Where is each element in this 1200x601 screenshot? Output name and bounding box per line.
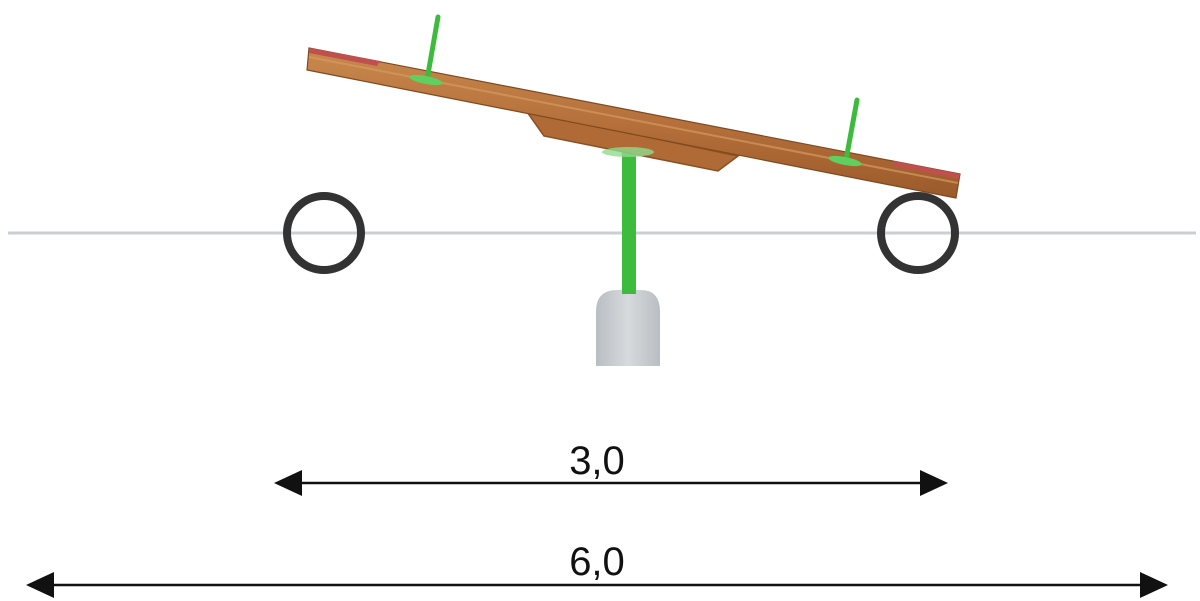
- foundation-block: [596, 290, 660, 366]
- dimension-6m-arrow-right: [1140, 572, 1168, 598]
- center-post: [622, 132, 636, 294]
- pivot-plate: [602, 147, 654, 157]
- dimension-6m-arrow-left: [26, 572, 54, 598]
- dimension-3m-label: 3,0: [569, 439, 625, 483]
- left-handle-foot: [409, 74, 443, 86]
- dimension-3m-arrow-left: [274, 470, 302, 496]
- right-handle-foot: [828, 155, 862, 167]
- right-handle: [843, 97, 860, 163]
- left-tyre: [283, 192, 365, 274]
- dimension-3m: 3,0: [274, 439, 948, 496]
- right-tyre: [877, 192, 959, 274]
- dimension-6m: 6,0: [26, 540, 1168, 598]
- left-handle: [424, 14, 441, 83]
- left-seat-pad: [309, 48, 380, 66]
- dimension-6m-label: 6,0: [569, 540, 625, 584]
- right-seat-pad: [893, 161, 960, 179]
- dimension-3m-arrow-right: [920, 470, 948, 496]
- seesaw-plank: [306, 47, 961, 199]
